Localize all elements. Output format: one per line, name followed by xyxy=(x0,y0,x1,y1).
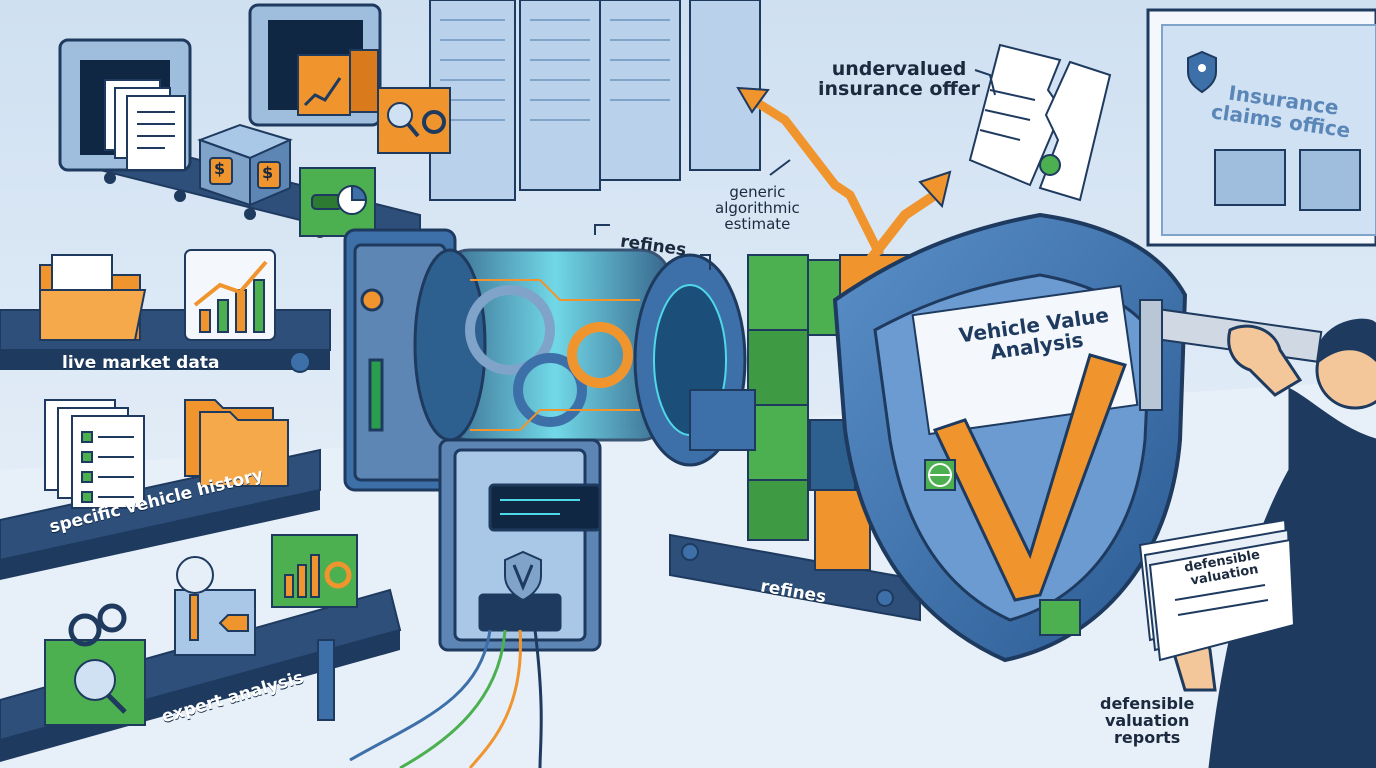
generic-estimate-line3: estimate xyxy=(724,214,791,233)
chart-gear-cube-green xyxy=(271,534,358,608)
history-folders xyxy=(184,399,289,487)
live-market-data-label: live market data xyxy=(62,353,220,373)
undervalued-offer-label: undervalued insurance offer xyxy=(818,58,981,100)
chart-cube-orange xyxy=(297,49,379,116)
gear-magnifier-cube xyxy=(44,603,146,726)
undervalued-line1: undervalued xyxy=(831,58,967,80)
generic-estimate-line1: generic xyxy=(729,183,786,201)
generic-estimate-line2: algorithmic xyxy=(715,198,800,217)
value-shield xyxy=(832,212,1188,663)
car-cube-green xyxy=(299,167,376,237)
label-leaders xyxy=(594,69,996,270)
data-cables xyxy=(349,629,543,768)
insurance-office-window xyxy=(1146,8,1376,247)
market-chart-icon xyxy=(184,249,276,341)
reports-line1: defensible xyxy=(1100,694,1195,713)
magnifier-cube-orange xyxy=(377,87,451,154)
generic-estimate-label: generic algorithmic estimate xyxy=(715,183,800,233)
dollar-tag-icon xyxy=(209,157,281,189)
magnifier-tag-box xyxy=(174,556,256,656)
circuit-lines xyxy=(470,279,640,431)
undervalued-line2: insurance offer xyxy=(818,77,981,100)
cube-column-green xyxy=(747,254,854,541)
price-tag-cube xyxy=(197,123,293,207)
defensible-reports-label: defensible valuation reports xyxy=(1100,694,1195,747)
dollar-tag-text-1: $ xyxy=(214,159,226,178)
machine-v-logo xyxy=(504,550,542,602)
dollar-tag-text-2: $ xyxy=(262,163,274,182)
torn-offer-document xyxy=(968,43,1112,202)
output-conveyor xyxy=(669,533,921,622)
up-arrow xyxy=(866,170,952,264)
checklist-documents xyxy=(44,399,145,509)
lock-shield-icon xyxy=(1187,50,1217,94)
reports-line2: valuation xyxy=(1104,710,1190,730)
globe-icon xyxy=(928,463,952,487)
reports-line3: reports xyxy=(1114,727,1181,747)
folder-icon xyxy=(39,254,147,341)
server-rack-lines xyxy=(440,19,670,121)
jagged-down-arrow xyxy=(736,86,885,258)
gears-icon xyxy=(465,285,633,427)
document-stack xyxy=(104,79,186,171)
valuation-report-stack xyxy=(1138,518,1296,662)
